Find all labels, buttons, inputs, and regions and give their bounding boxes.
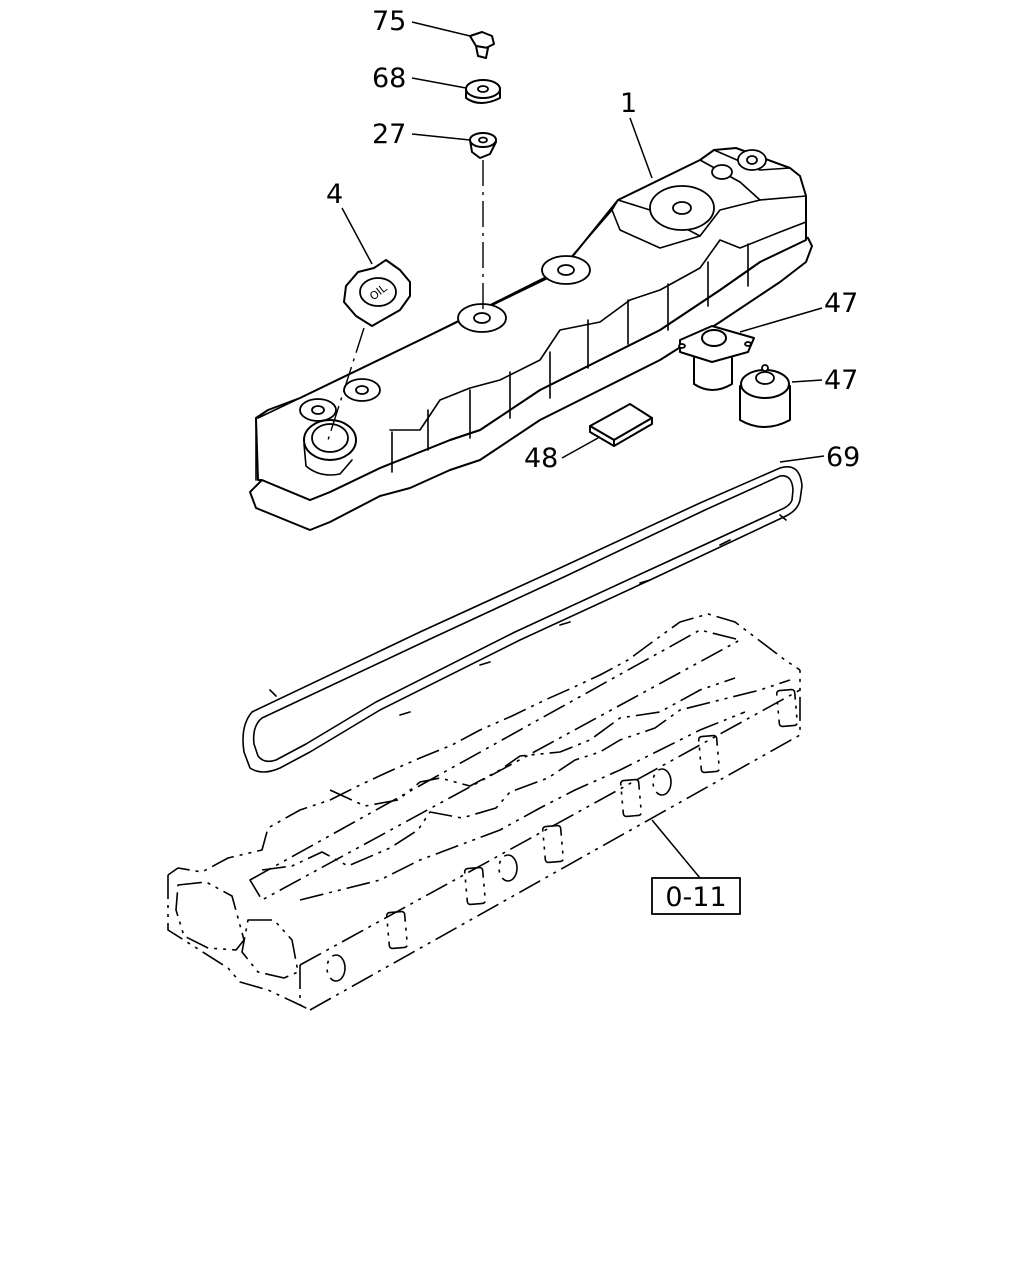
bolt-75 [469, 31, 495, 59]
leader-69 [779, 455, 825, 463]
leader-1 [629, 117, 653, 179]
callout-47-lower: 47 [824, 365, 858, 396]
breather-47-lower [739, 364, 791, 428]
reference-box: 0-11 [651, 877, 741, 915]
breather-47-upper [678, 325, 755, 391]
reference-label: 0-11 [665, 882, 726, 913]
leader-47-lower [791, 379, 823, 383]
callout-48: 48 [524, 443, 558, 474]
leader-27 [411, 133, 471, 141]
leader-ref [651, 819, 701, 879]
leader-4 [341, 207, 373, 265]
rocker-cover-1 [249, 147, 813, 531]
callout-4: 4 [326, 179, 343, 210]
grommet-27 [469, 132, 497, 159]
callout-69: 69 [826, 442, 860, 473]
gasket-69 [242, 466, 803, 773]
callout-75: 75 [372, 6, 406, 37]
leader-68 [411, 77, 467, 89]
oil-cap-4: OIL [343, 259, 411, 327]
callout-27: 27 [372, 119, 406, 150]
callout-1: 1 [620, 88, 637, 119]
leader-47-upper [739, 307, 823, 333]
cylinder-head-phantom [167, 613, 801, 1011]
washer-68 [465, 79, 501, 104]
callout-47-upper: 47 [824, 288, 858, 319]
leader-75 [411, 21, 471, 37]
plate-48 [589, 403, 653, 447]
cap-center-line [327, 327, 365, 441]
callout-68: 68 [372, 63, 406, 94]
leader-48 [561, 437, 599, 459]
